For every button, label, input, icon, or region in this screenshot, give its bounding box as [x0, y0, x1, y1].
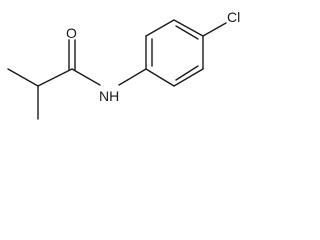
ring-bond-5 [173, 68, 204, 87]
amide-nitrogen-label: NH [99, 88, 119, 104]
ring-inner-bond-c [175, 65, 199, 81]
bond-methyl-upper [7, 68, 39, 87]
bond-nitrogen-ring [118, 68, 147, 86]
molecule-diagram: O NH Cl [0, 0, 258, 132]
chlorine-label: Cl [227, 9, 240, 25]
bond-ring-chlorine [202, 22, 227, 37]
ring-inner-bond-b [175, 25, 199, 40]
ring-bond-6 [145, 68, 175, 87]
ring-bond-2 [145, 19, 175, 37]
bond-carbonyl-nitrogen [71, 68, 101, 86]
oxygen-label: O [66, 25, 77, 41]
ring-bond-3 [173, 19, 204, 37]
structure-svg: O NH Cl [7, 9, 240, 120]
bond-ch-carbonyl [37, 68, 73, 87]
